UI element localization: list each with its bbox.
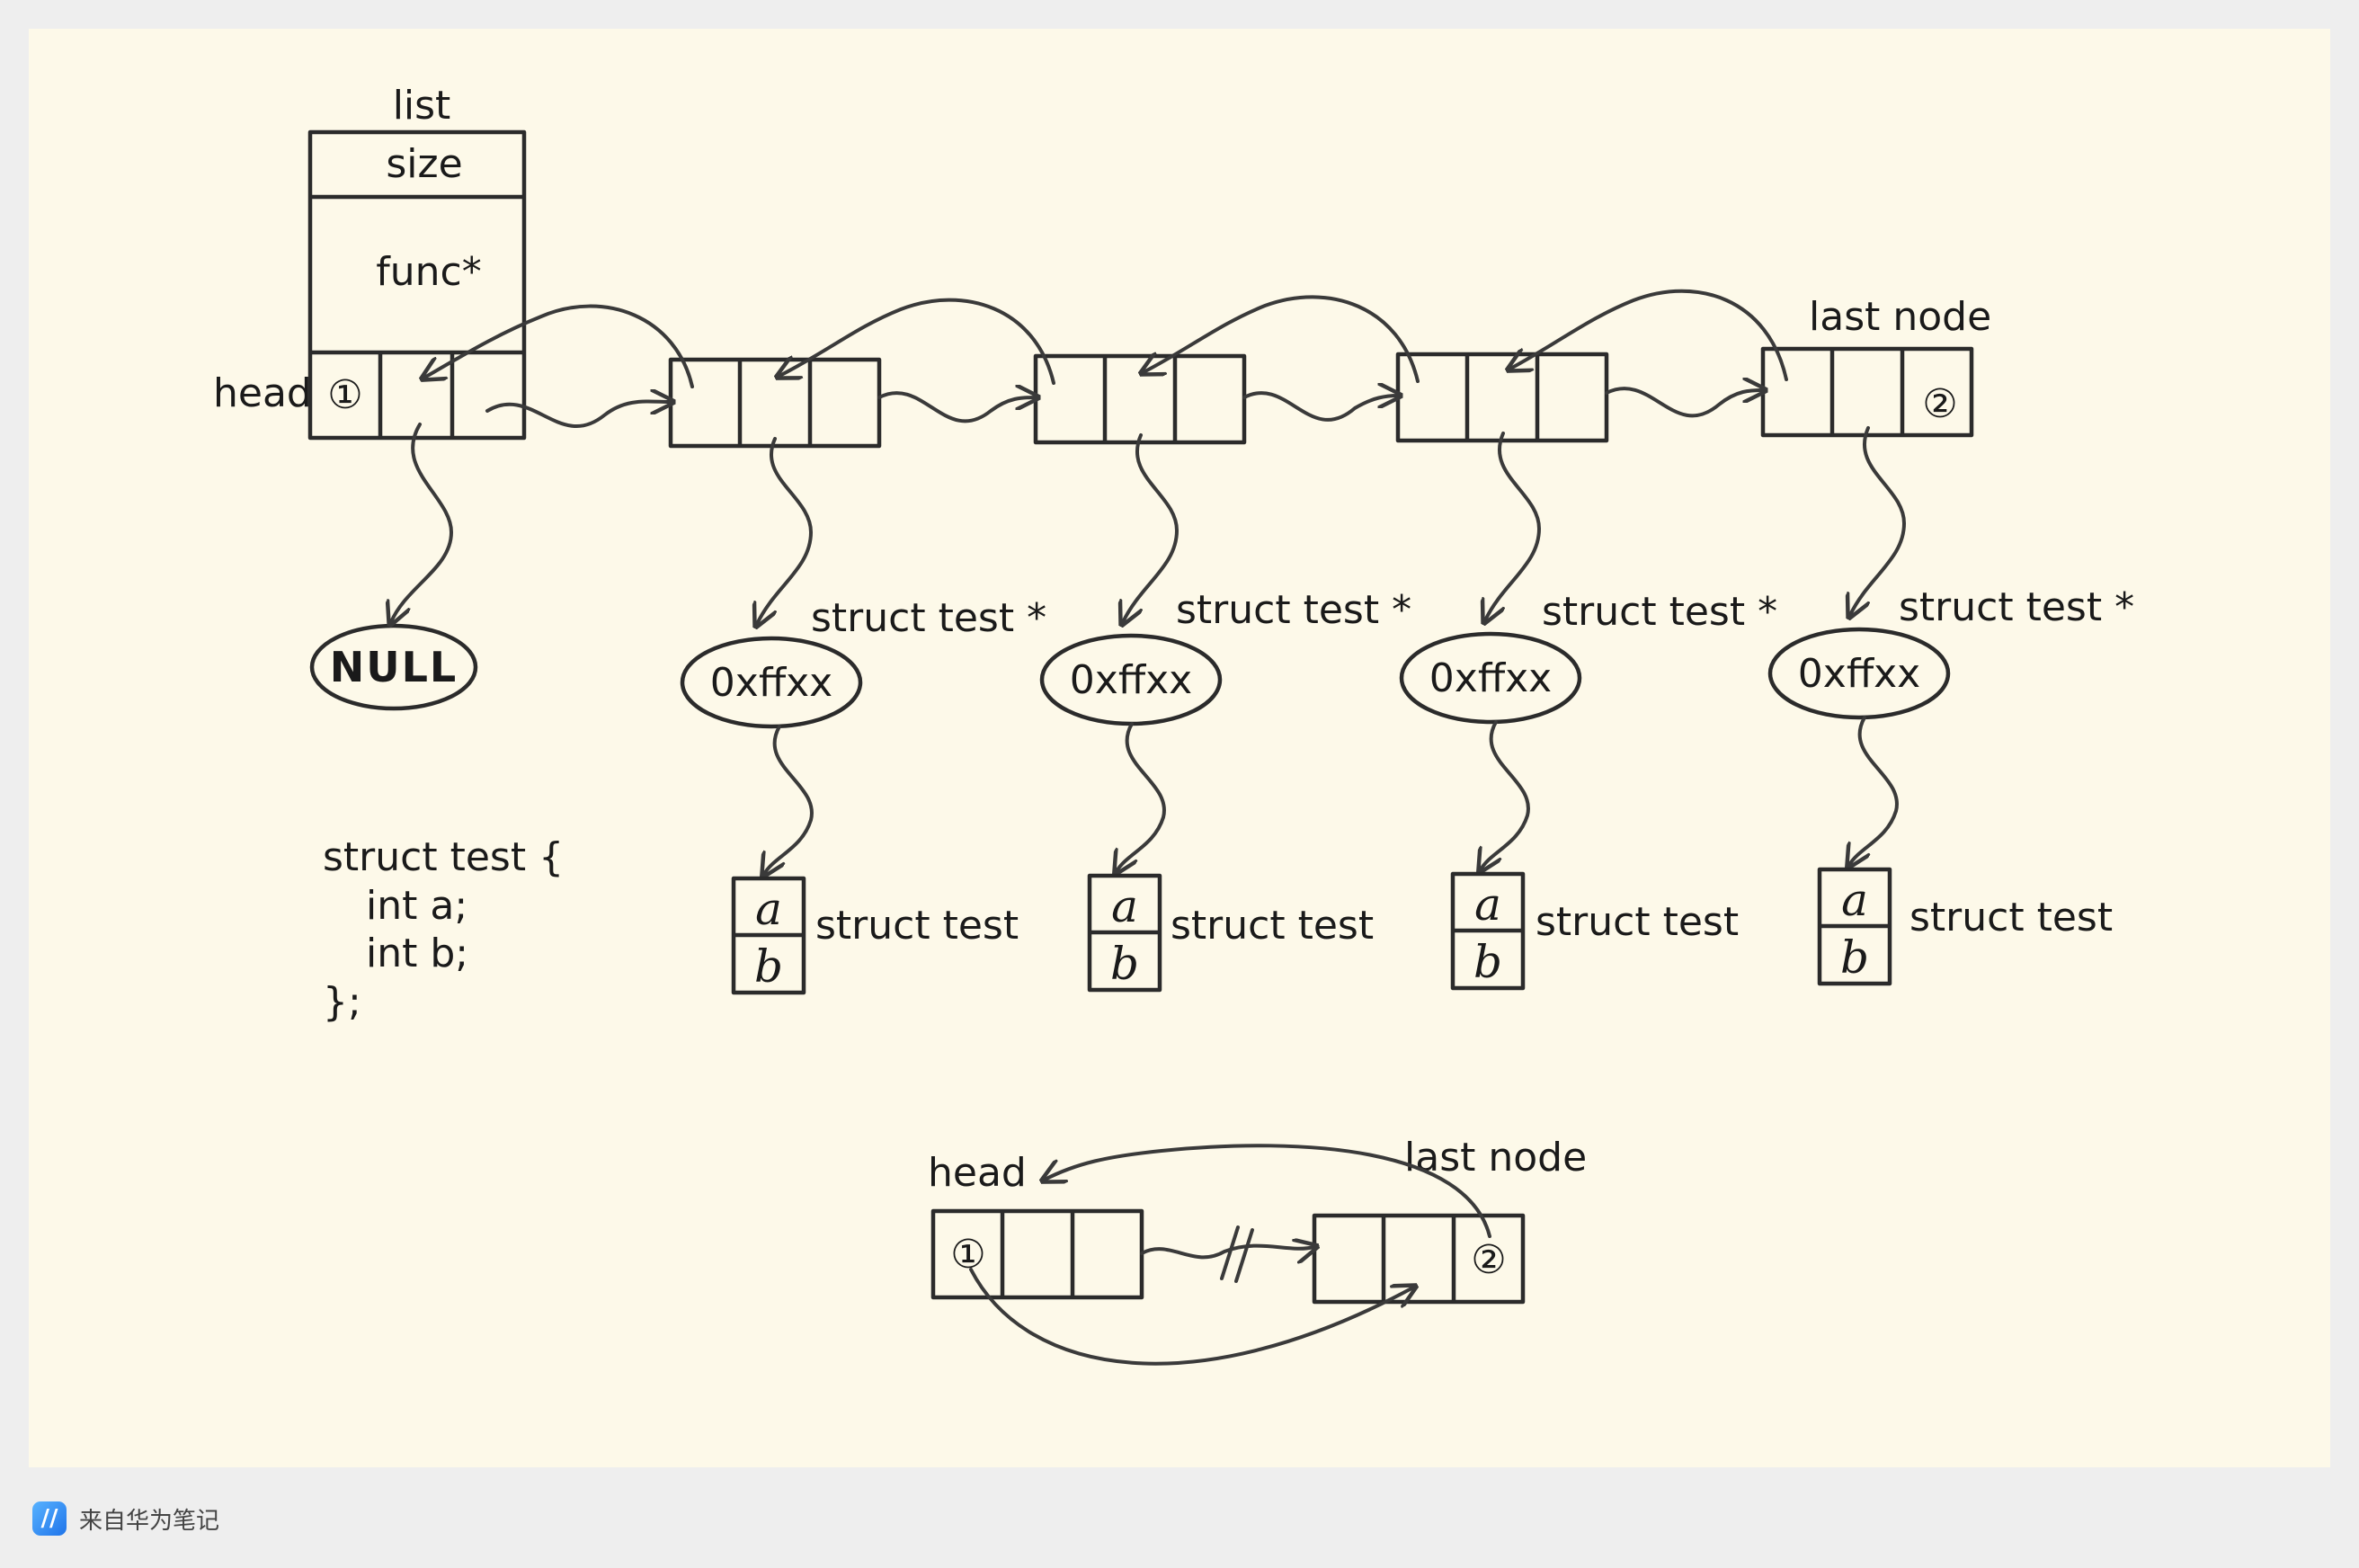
- struct-label: struct test: [1909, 895, 2113, 940]
- node-data-2: struct test * 0xffxx a b struct test: [1039, 433, 1411, 993]
- code-line: };: [323, 979, 361, 1025]
- data-pointer-arrow: [1850, 426, 1906, 615]
- next-arrow: [1242, 393, 1398, 422]
- data-pointer-arrow: [757, 437, 813, 624]
- next-arrow: [877, 393, 1036, 423]
- struct-field-a: a: [755, 883, 782, 935]
- address-label: 0xffxx: [1798, 651, 1920, 697]
- list-field-func: func*: [376, 249, 481, 295]
- footer-source-text: 来自华为笔记: [79, 1507, 220, 1535]
- struct-label: struct test: [1536, 899, 1739, 945]
- address-ellipse: [1399, 631, 1582, 725]
- circular-list: head last node ① ②: [928, 1135, 1587, 1366]
- circular-head-node-box: [930, 1208, 1144, 1300]
- data-pointer-arrow: [1123, 433, 1179, 622]
- circular-next-arrow: [1140, 1246, 1314, 1258]
- notes-app-icon: //: [32, 1501, 67, 1536]
- struct-field-b: b: [754, 940, 783, 993]
- head-prev-to-null-arrow: [391, 423, 453, 622]
- node-box-1: [668, 357, 882, 449]
- struct-definition-code: struct test { int a; int b; };: [323, 834, 564, 1025]
- struct-field-a: a: [1111, 880, 1138, 932]
- struct-label: struct test: [815, 903, 1019, 949]
- list-struct: list size func* head ①: [213, 83, 527, 441]
- list-field-size: size: [386, 141, 462, 187]
- struct-pointer-arrow: [1481, 720, 1530, 869]
- prev-arrow: [1144, 295, 1420, 383]
- null-label: NULL: [330, 643, 458, 691]
- diagram-canvas: list size func* head ① NULL ② last node: [29, 29, 2330, 1467]
- marker-second: ②: [1922, 381, 1957, 427]
- prev-arrow: [1510, 289, 1788, 381]
- struct-field-a: a: [1841, 874, 1868, 926]
- address-ellipse: [680, 636, 863, 729]
- next-arrow: [1605, 388, 1763, 418]
- circular-marker-first: ①: [950, 1232, 985, 1278]
- footer: // 来自华为笔记: [32, 1498, 219, 1539]
- prev-arrow: [779, 298, 1055, 385]
- struct-pointer-arrow: [1117, 722, 1166, 871]
- pointer-type-label: struct test *: [1176, 587, 1411, 633]
- node-box-3: [1395, 352, 1609, 443]
- struct-field-b: b: [1110, 938, 1139, 990]
- struct-field-b: b: [1840, 931, 1869, 984]
- pointer-type-label: struct test *: [1542, 589, 1777, 635]
- address-label: 0xffxx: [710, 660, 832, 706]
- struct-label: struct test: [1171, 903, 1374, 949]
- code-line: int b;: [366, 931, 468, 976]
- last-next-to-head-arrow: [1045, 1144, 1491, 1238]
- node-data-1: struct test * 0xffxx a b struct test: [680, 437, 1046, 995]
- head-label: head: [213, 370, 312, 416]
- node-data-3: struct test * 0xffxx a b struct test: [1399, 432, 1777, 991]
- address-label: 0xffxx: [1429, 655, 1552, 701]
- address-label: 0xffxx: [1070, 657, 1192, 703]
- pointer-type-label: struct test *: [1899, 584, 2134, 630]
- address-ellipse: [1767, 627, 1951, 720]
- struct-field-a: a: [1474, 878, 1501, 931]
- code-line: int a;: [366, 883, 467, 929]
- circular-head-label: head: [928, 1150, 1027, 1196]
- head-prev-to-last-arrow: [969, 1268, 1413, 1366]
- break-mark: [1234, 1228, 1254, 1283]
- data-pointer-arrow: [1485, 432, 1541, 620]
- prev-arrow: [424, 304, 694, 388]
- pointer-type-label: struct test *: [811, 595, 1046, 641]
- break-mark: [1220, 1225, 1240, 1280]
- marker-first: ①: [327, 372, 362, 418]
- node-box-2: [1033, 353, 1247, 445]
- next-arrow: [485, 401, 671, 428]
- last-node-label: last node: [1809, 294, 1991, 340]
- struct-pointer-arrow: [764, 725, 814, 874]
- list-title: list: [393, 83, 451, 129]
- linked-list-diagram: list size func* head ① NULL ② last node: [213, 83, 2134, 1366]
- node-data-4: struct test * 0xffxx a b struct test: [1767, 426, 2134, 986]
- circular-last-node-label: last node: [1404, 1135, 1587, 1180]
- struct-field-b: b: [1473, 936, 1502, 988]
- struct-pointer-arrow: [1849, 716, 1899, 865]
- circular-marker-second: ②: [1471, 1237, 1506, 1283]
- code-line: struct test {: [323, 834, 564, 880]
- list-struct-box: [307, 129, 527, 441]
